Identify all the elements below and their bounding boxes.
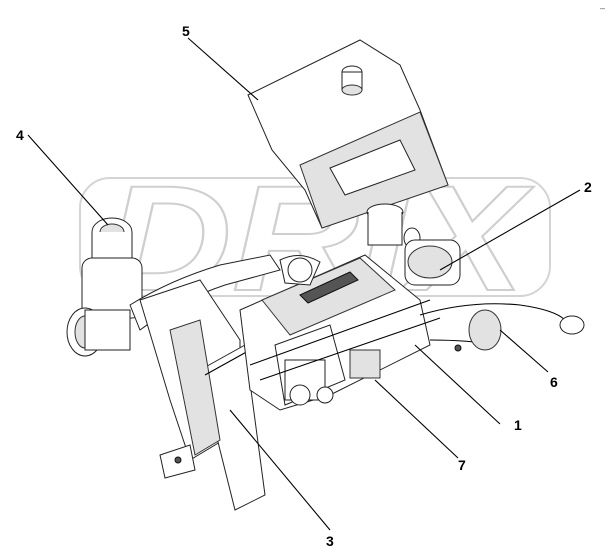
callout-1: 1 xyxy=(514,417,522,433)
leader-line-6 xyxy=(499,329,549,373)
leader-line-5 xyxy=(187,37,259,101)
leader-line-3 xyxy=(229,409,331,531)
hood-cover xyxy=(247,39,449,229)
callout-2: 2 xyxy=(584,179,592,195)
radiator-frame xyxy=(139,279,266,511)
callout-5: 5 xyxy=(182,23,190,39)
leader-line-4 xyxy=(27,134,109,226)
callout-3: 3 xyxy=(326,533,334,549)
muffler xyxy=(366,203,461,286)
callout-7: 7 xyxy=(458,457,466,473)
mount-bracket xyxy=(159,444,196,479)
callout-4: 4 xyxy=(16,127,24,143)
leader-line-2 xyxy=(439,189,581,271)
callout-6: 6 xyxy=(550,374,558,390)
wiring-harness xyxy=(419,303,585,352)
leader-line-1 xyxy=(414,344,501,425)
leader-line-7 xyxy=(374,379,459,459)
corner-mark: – xyxy=(600,3,605,13)
engine-block xyxy=(239,254,441,411)
